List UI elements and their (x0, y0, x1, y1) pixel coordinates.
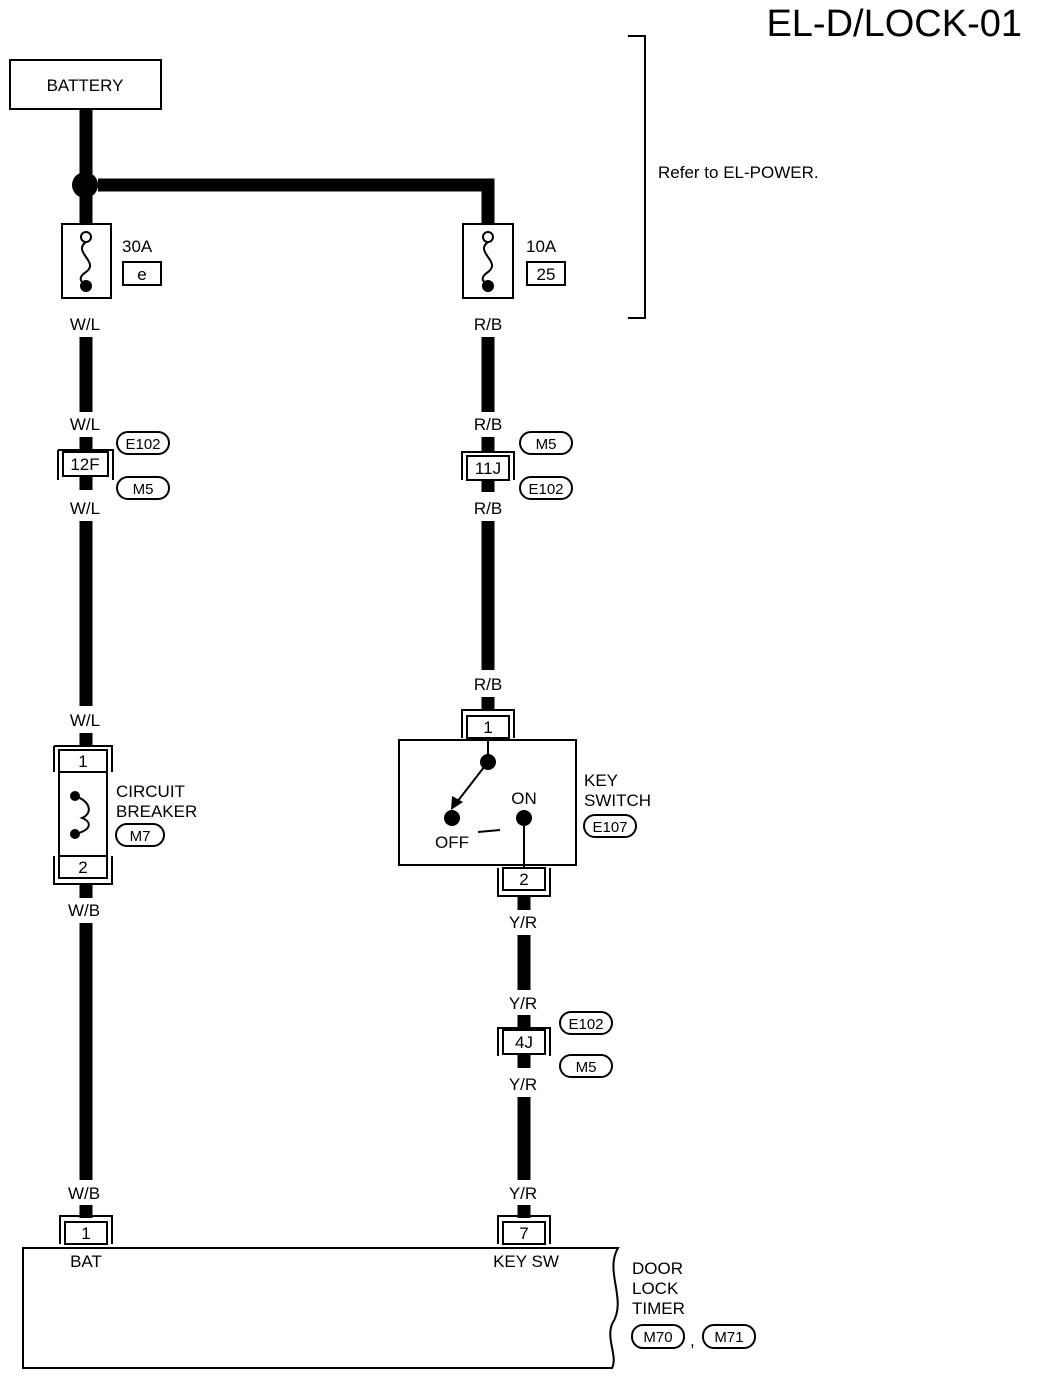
cb-pin1: 1 (78, 752, 87, 771)
cb-top-bracket (53, 745, 113, 772)
ks-off-label: OFF (435, 833, 469, 852)
conn-m70-ref (631, 1324, 685, 1349)
conn-m5-ref-right (519, 431, 573, 455)
conn-e107-ref (583, 814, 637, 838)
timer-term-bat: BAT (70, 1252, 102, 1271)
wire-label-yr-2: Y/R (509, 994, 537, 1013)
conn-m5-ref-lower (559, 1054, 613, 1078)
ks-pin2-box (502, 867, 546, 891)
timer-term-key-sw: KEY SW (493, 1252, 559, 1271)
diagram-title: EL-D/LOCK-01 (766, 3, 1022, 45)
timer-pin7: 7 (519, 1224, 528, 1243)
conn-m7-ref (115, 823, 165, 847)
ks-label-2: SWITCH (584, 791, 651, 810)
conn-11j-pin: 11J (475, 459, 501, 478)
power-bracket (628, 35, 646, 319)
conn-12f (62, 451, 109, 477)
conn-11j-bracket (461, 451, 515, 480)
conn-m5-right-label: M5 (536, 436, 557, 453)
cb-pin2-box (58, 855, 108, 879)
timer-pin7-bracket (497, 1215, 551, 1244)
door-lock-timer (22, 1247, 620, 1369)
ks-lever (456, 761, 489, 803)
conn-m70-label: M70 (643, 1329, 672, 1346)
wire-label-yr-1: Y/R (509, 913, 537, 932)
ks-label-1: KEY (584, 771, 618, 790)
fuse-10a-terminal-bottom (482, 280, 494, 292)
fuse-30a-id-box (122, 261, 162, 286)
timer-pin7-box (502, 1221, 546, 1245)
wire-label-rb-2: R/B (474, 415, 502, 434)
wire-label-rb-3: R/B (474, 499, 502, 518)
cb-pin2: 2 (78, 858, 87, 877)
wire-label-yr-4: Y/R (509, 1184, 537, 1203)
power-note: Refer to EL-POWER. (658, 163, 819, 182)
fuse-30a-terminal-bottom (80, 280, 92, 292)
timer-pin1-bracket (59, 1215, 113, 1244)
conn-12f-pin: 12F (70, 455, 99, 474)
ks-pin1: 1 (483, 718, 492, 737)
conn-12f-bracket (57, 449, 114, 480)
conn-e107-label: E107 (592, 819, 627, 836)
ks-top-bracket (461, 709, 515, 738)
fuse-10a-rating: 10A (526, 237, 557, 256)
conn-e102-left-label: E102 (125, 436, 160, 453)
conn-m71-label: M71 (714, 1329, 743, 1346)
cb-label-2: BREAKER (116, 802, 197, 821)
ks-dash (477, 829, 501, 833)
fuse-10a-id-box (526, 261, 566, 286)
timer-pin1: 1 (81, 1224, 90, 1243)
cb-bimetal-icon (74, 795, 90, 835)
fuse-30a-rating: 30A (122, 237, 153, 256)
fuse-30a-id: e (137, 265, 146, 284)
ks-off-contact (444, 810, 460, 826)
wire-label-wl-2: W/L (70, 415, 100, 434)
battery-box (9, 59, 162, 110)
wire-label-wb-2: W/B (68, 1184, 100, 1203)
conn-4j-bracket (497, 1027, 551, 1056)
conn-m7-label: M7 (130, 828, 151, 845)
circuit-breaker (58, 771, 108, 857)
fuse-10a-id: 25 (537, 265, 556, 284)
conn-e102-ref-right (519, 476, 573, 500)
conn-e102-ref-lower (559, 1011, 613, 1035)
conn-m71-ref (702, 1324, 756, 1349)
junction-dot (72, 172, 98, 198)
timer-label-3: TIMER (632, 1299, 685, 1318)
wire-battery-to-right-fuse (98, 178, 495, 226)
conn-4j-pin: 4J (515, 1033, 533, 1052)
conn-m5-ref-left (116, 476, 170, 500)
conn-e102-ref-left (116, 431, 170, 455)
wire-label-rb-4: R/B (474, 675, 502, 694)
conn-m5-lower-label: M5 (576, 1059, 597, 1076)
wire-label-wl-1: W/L (70, 315, 100, 334)
conn-e102-lower-label: E102 (568, 1016, 603, 1033)
conn-e102-right-label: E102 (528, 481, 563, 498)
timer-conn-sep: , (690, 1331, 695, 1350)
battery-label: BATTERY (47, 76, 124, 95)
wire-label-wl-4: W/L (70, 711, 100, 730)
wire-label-wb-1: W/B (68, 901, 100, 920)
cb-label-1: CIRCUIT (116, 782, 185, 801)
ks-lever-arrow (451, 796, 463, 810)
wire-label-rb-1: R/B (474, 315, 502, 334)
wire-label-yr-3: Y/R (509, 1075, 537, 1094)
timer-label-2: LOCK (632, 1279, 679, 1298)
ks-on-label: ON (511, 789, 537, 808)
conn-m5-left-label: M5 (133, 481, 154, 498)
ks-pin2: 2 (519, 870, 528, 889)
wire-label-wl-3: W/L (70, 499, 100, 518)
timer-pin1-box (64, 1221, 108, 1245)
timer-label-1: DOOR (632, 1259, 683, 1278)
